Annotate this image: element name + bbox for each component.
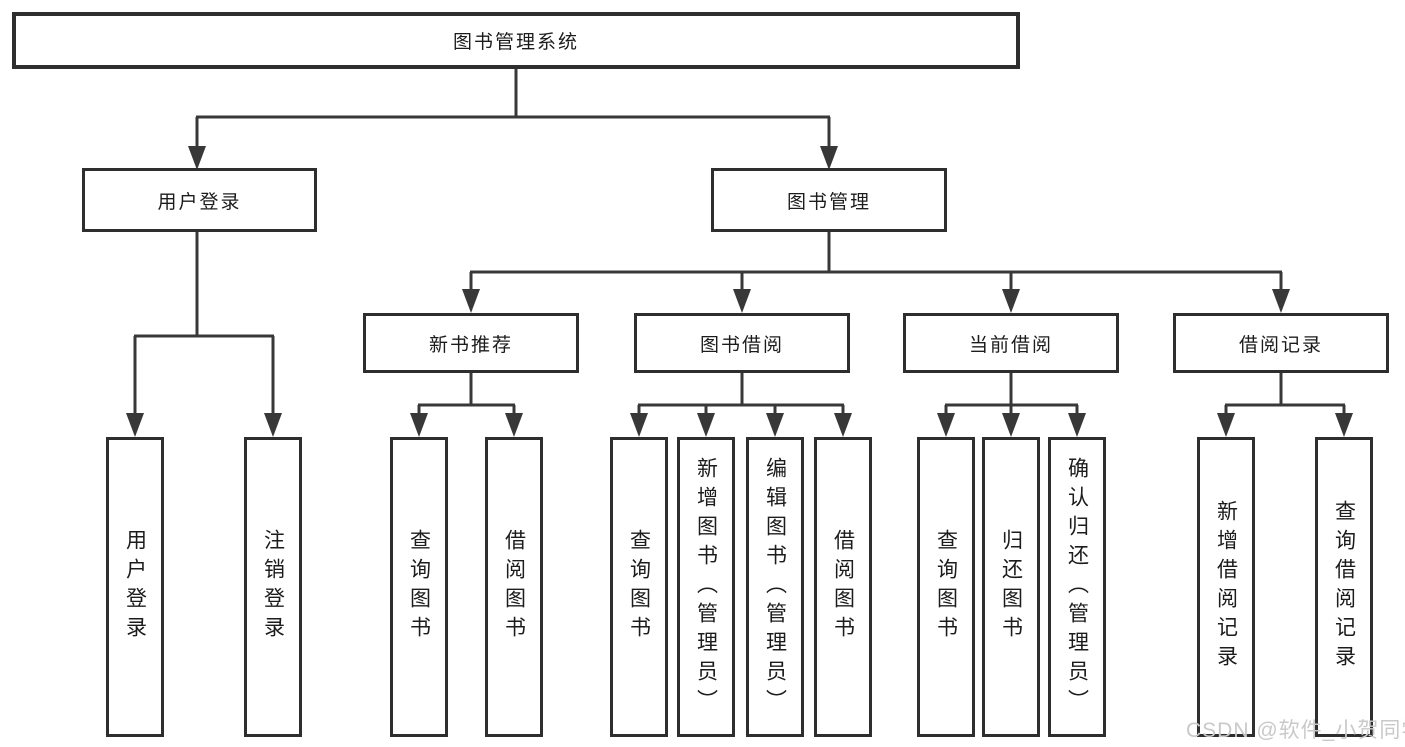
node-new-book-recommend-label: 新书推荐 bbox=[428, 334, 513, 356]
leaf-query-borrow-record: 查询借阅记录 bbox=[1315, 437, 1373, 737]
arrowhead-down-icon bbox=[264, 413, 282, 437]
arrowhead-down-icon bbox=[937, 413, 955, 437]
leaf-query-book-recommend-label: 查询图书 bbox=[407, 529, 431, 645]
arrowhead-down-icon bbox=[1002, 289, 1020, 313]
arrowhead-down-icon bbox=[1068, 413, 1086, 437]
arrowhead-down-icon bbox=[505, 413, 523, 437]
arrowhead-down-icon bbox=[1002, 413, 1020, 437]
leaf-logout: 注销登录 bbox=[244, 437, 302, 737]
leaf-borrow-book: 借阅图书 bbox=[814, 437, 872, 737]
node-book-management: 图书管理 bbox=[711, 168, 947, 232]
leaf-add-book-admin-label: 新增图书（管理员） bbox=[694, 456, 718, 718]
node-new-book-recommend: 新书推荐 bbox=[363, 313, 579, 373]
leaf-borrow-book-label: 借阅图书 bbox=[831, 529, 855, 645]
connector-current-borrow-group bbox=[944, 372, 1079, 418]
node-book-borrow-label: 图书借阅 bbox=[699, 334, 784, 356]
node-current-borrow: 当前借阅 bbox=[903, 313, 1119, 373]
arrowhead-down-icon bbox=[1217, 413, 1235, 437]
arrowhead-down-icon bbox=[188, 146, 206, 170]
node-user-login: 用户登录 bbox=[82, 168, 317, 232]
connector-user-login-group bbox=[133, 232, 275, 418]
leaf-borrow-book-recommend-label: 借阅图书 bbox=[502, 529, 526, 645]
node-current-borrow-label: 当前借阅 bbox=[968, 334, 1053, 356]
leaf-borrow-book-recommend: 借阅图书 bbox=[485, 437, 543, 737]
leaf-query-book-current: 查询图书 bbox=[917, 437, 975, 737]
leaf-user-login: 用户登录 bbox=[106, 437, 164, 737]
node-book-borrow: 图书借阅 bbox=[634, 313, 850, 373]
leaf-return-book: 归还图书 bbox=[982, 437, 1040, 737]
leaf-return-book-label: 归还图书 bbox=[999, 529, 1023, 645]
node-borrow-records: 借阅记录 bbox=[1173, 313, 1389, 373]
arrowhead-down-icon bbox=[697, 413, 715, 437]
leaf-user-login-label: 用户登录 bbox=[123, 529, 147, 645]
arrowhead-down-icon bbox=[820, 146, 838, 170]
leaf-confirm-return-admin-label: 确认归还（管理员） bbox=[1065, 456, 1089, 718]
arrowhead-down-icon bbox=[1272, 289, 1290, 313]
connector-new-book-group bbox=[417, 372, 516, 418]
node-library-system-label: 图书管理系统 bbox=[452, 32, 579, 53]
arrowhead-down-icon bbox=[766, 413, 784, 437]
leaf-edit-book-admin: 编辑图书（管理员） bbox=[746, 437, 804, 737]
leaf-query-book: 查询图书 bbox=[610, 437, 668, 737]
arrowhead-down-icon bbox=[1335, 413, 1353, 437]
leaf-add-book-admin: 新增图书（管理员） bbox=[677, 437, 735, 737]
leaf-add-borrow-record: 新增借阅记录 bbox=[1197, 437, 1255, 737]
leaf-query-book-label: 查询图书 bbox=[627, 529, 651, 645]
connector-root-to-level2 bbox=[195, 68, 831, 152]
arrowhead-down-icon bbox=[410, 413, 428, 437]
leaf-query-book-recommend: 查询图书 bbox=[390, 437, 448, 737]
leaf-query-borrow-record-label: 查询借阅记录 bbox=[1332, 500, 1356, 674]
leaf-confirm-return-admin: 确认归还（管理员） bbox=[1048, 437, 1106, 737]
arrowhead-down-icon bbox=[462, 289, 480, 313]
node-library-system: 图书管理系统 bbox=[12, 12, 1020, 69]
leaf-add-borrow-record-label: 新增借阅记录 bbox=[1214, 500, 1238, 674]
leaf-logout-label: 注销登录 bbox=[261, 529, 285, 645]
leaf-query-book-current-label: 查询图书 bbox=[934, 529, 958, 645]
node-user-login-label: 用户登录 bbox=[157, 191, 242, 213]
node-book-management-label: 图书管理 bbox=[786, 191, 871, 213]
arrowhead-down-icon bbox=[630, 413, 648, 437]
node-borrow-records-label: 借阅记录 bbox=[1238, 334, 1323, 356]
connector-book-borrow-group bbox=[637, 372, 845, 418]
leaf-edit-book-admin-label: 编辑图书（管理员） bbox=[763, 456, 787, 718]
arrowhead-down-icon bbox=[733, 289, 751, 313]
connector-borrow-record-group bbox=[1224, 372, 1346, 418]
connector-book-mgmt-group bbox=[469, 232, 1283, 295]
arrowhead-down-icon bbox=[126, 413, 144, 437]
watermark: CSDN @软件_小贺同学 bbox=[1186, 719, 1405, 742]
arrowhead-down-icon bbox=[834, 413, 852, 437]
